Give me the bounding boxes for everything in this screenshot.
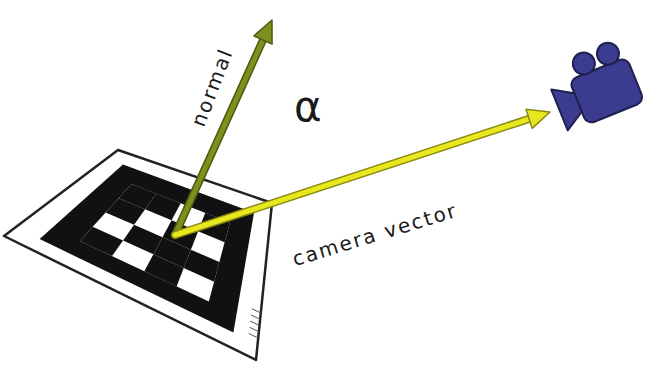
marker-cell xyxy=(80,227,123,256)
camera-vector-arrow xyxy=(175,109,550,235)
marker-cell xyxy=(184,250,220,282)
normal-arrow xyxy=(175,20,272,235)
angle-symbol: α xyxy=(294,86,322,128)
marker-cell xyxy=(144,254,183,286)
arrow-label: camera vector xyxy=(290,200,460,269)
ar-marker xyxy=(4,150,272,360)
marker-cell xyxy=(106,198,145,225)
camera-icon xyxy=(543,38,645,133)
marker-cell xyxy=(145,194,181,221)
